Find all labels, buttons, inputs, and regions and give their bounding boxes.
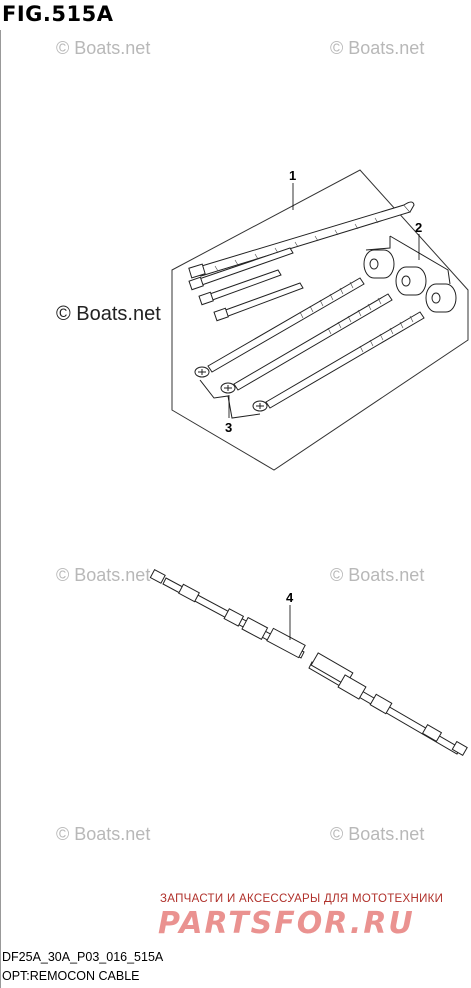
kit-box-outline [171, 169, 469, 471]
screws [194, 277, 425, 419]
callout-1: 1 [289, 168, 296, 183]
grommets [363, 235, 457, 313]
page-left-border [0, 30, 1, 988]
callout-3: 3 [225, 420, 232, 435]
model-code: DF25A_30A_P03_016_515A [2, 950, 164, 964]
section-name: OPT:REMOCON CABLE [2, 969, 140, 983]
watermark-center: © Boats.net [56, 303, 161, 325]
cable-ties [188, 201, 415, 322]
watermark-top-left: © Boats.net [56, 38, 151, 58]
remocon-cable [149, 568, 468, 757]
parts-site-logo: PARTSFOR.RU [158, 906, 415, 941]
figure-title: FIG.515A [2, 2, 114, 26]
parts-site-tagline: ЗАПЧАСТИ И АКСЕССУАРЫ ДЛЯ МОТОТЕХНИКИ [160, 893, 444, 905]
watermark-bottom-left: © Boats.net [56, 824, 151, 844]
watermark-top-right: © Boats.net [330, 38, 425, 58]
callout-2: 2 [415, 220, 422, 235]
watermark-bottom-right: © Boats.net [330, 824, 425, 844]
watermark-mid-right: © Boats.net [330, 565, 425, 585]
callout-4: 4 [286, 590, 294, 605]
watermark-mid-left: © Boats.net [56, 565, 151, 585]
leader-lines [228, 183, 420, 640]
